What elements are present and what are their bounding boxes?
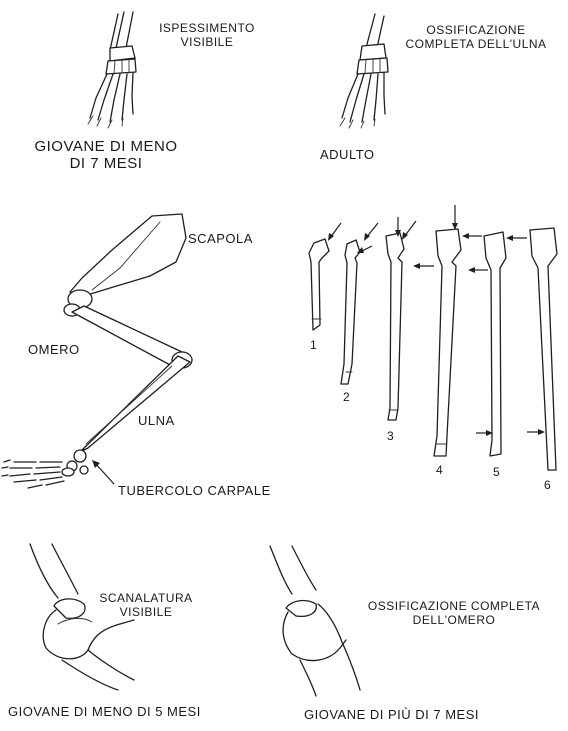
label-omero: OMERO — [28, 343, 80, 358]
label-tubercolo-carpale: TUBERCOLO CARPALE — [118, 484, 271, 499]
young-elbow-note-line2: VISIBILE — [80, 606, 212, 620]
label-scapola: SCAPOLA — [188, 232, 253, 247]
young-wrist-note-line2: VISIBILE — [143, 36, 271, 50]
stage-label-4: 4 — [436, 464, 443, 478]
adult-wrist-note: OSSIFICAZIONE COMPLETA DELL'ULNA — [388, 24, 564, 52]
older-elbow-note: OSSIFICAZIONE COMPLETA DELL'OMERO — [344, 600, 564, 628]
young-elbow-caption: GIOVANE DI MENO DI 5 MESI — [8, 705, 201, 720]
adult-wrist-note-line1: OSSIFICAZIONE — [388, 24, 564, 38]
young-elbow-note-line1: SCANALATURA — [80, 592, 212, 606]
adult-wrist-drawing — [340, 14, 388, 128]
adult-wrist-caption: ADULTO — [320, 148, 375, 163]
young-wrist-note: ISPESSIMENTO VISIBILE — [143, 22, 271, 50]
stage-label-5: 5 — [493, 466, 500, 480]
young-wrist-caption: GIOVANE DI MENO DI 7 MESI — [12, 138, 200, 173]
growth-stage-bones — [309, 228, 557, 470]
stage-label-2: 2 — [343, 391, 350, 405]
older-elbow-caption: GIOVANE DI PIÙ DI 7 MESI — [304, 708, 479, 723]
older-elbow-note-line2: DELL'OMERO — [344, 614, 564, 628]
young-wrist-caption-line2: DI 7 MESI — [12, 155, 200, 172]
adult-wrist-note-line2: COMPLETA DELL'ULNA — [388, 38, 564, 52]
stage-label-3: 3 — [387, 430, 394, 444]
label-ulna: ULNA — [138, 414, 175, 429]
young-wrist-drawing — [88, 12, 136, 128]
young-wrist-caption-line1: GIOVANE DI MENO — [12, 138, 200, 155]
older-elbow-note-line1: OSSIFICAZIONE COMPLETA — [344, 600, 564, 614]
young-elbow-note: SCANALATURA VISIBILE — [80, 592, 212, 620]
stage-label-6: 6 — [544, 479, 551, 493]
young-wrist-note-line1: ISPESSIMENTO — [143, 22, 271, 36]
stage-label-1: 1 — [310, 339, 317, 353]
